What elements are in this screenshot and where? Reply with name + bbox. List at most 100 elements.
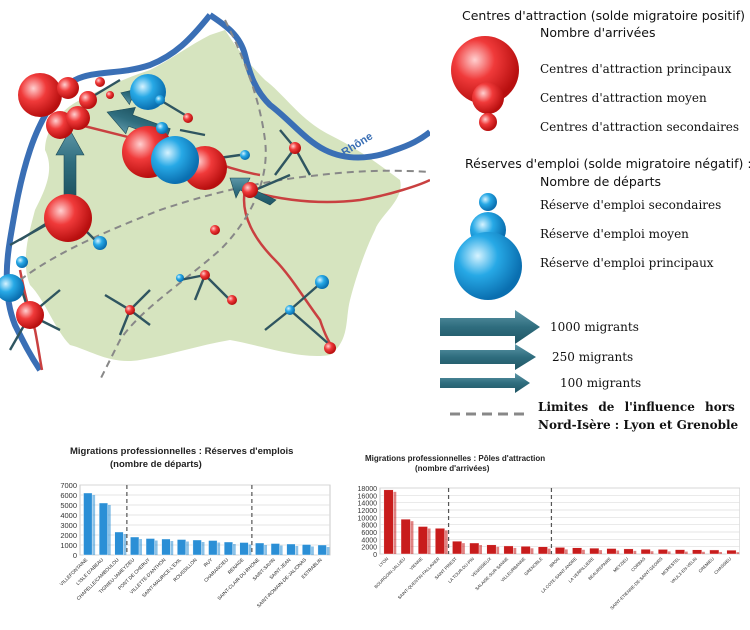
legend-reserve-item: Réserve d'emploi secondaires	[540, 198, 722, 212]
attraction-center-medium	[57, 77, 79, 99]
chart2-subtitle: (nombre d'arrivées)	[415, 464, 490, 473]
chart1-bar-side	[201, 542, 205, 555]
chart2-bar-side	[616, 550, 620, 554]
chart2-bar-side	[564, 549, 568, 554]
chart2-y-tick: 12000	[358, 508, 378, 515]
chart1-y-tick: 1000	[60, 541, 77, 550]
chart1-bar-side	[138, 539, 142, 555]
chart2-bar	[572, 547, 583, 555]
chart1-svg: 01000200030004000500060007000VILLEFONTAI…	[59, 481, 331, 609]
legend-boundary-label: Limites de l'influence hors	[538, 400, 735, 414]
chart1-bar-side	[92, 495, 96, 555]
chart1-y-tick: 2000	[60, 531, 77, 540]
chart2-y-tick: 14000	[358, 501, 378, 508]
chart2-bar-side	[393, 491, 397, 554]
attraction-center-small	[289, 142, 301, 154]
chart1-bar	[83, 492, 93, 556]
flow-arrow-large	[55, 129, 85, 196]
chart2-bar	[435, 528, 445, 555]
chart2-bar	[383, 489, 394, 555]
reserve-center-small	[93, 236, 107, 250]
legend-attraction-large	[451, 36, 519, 104]
chart2-bar-side	[479, 545, 482, 554]
chart2-bar-side	[599, 550, 602, 554]
chart2-bar	[417, 526, 428, 555]
chart2-x-tick: GRENOBLE	[523, 556, 544, 577]
chart1-y-tick: 4000	[60, 511, 77, 520]
chart1-bar-side	[154, 540, 158, 555]
chart2-bar	[452, 540, 463, 555]
legend-symbols	[440, 36, 540, 416]
legend-arrow-label: 100 migrants	[560, 376, 642, 390]
chart1-bar	[98, 502, 108, 556]
chart2-bar	[692, 549, 703, 555]
chart2-bar-side	[581, 549, 585, 554]
attraction-center-small	[242, 182, 258, 198]
attraction-center-small	[106, 91, 114, 99]
chart2-bar-side	[736, 552, 740, 554]
chart1-bar-side	[279, 545, 283, 555]
rhone-river	[208, 12, 432, 161]
chart1-bar-side	[295, 546, 299, 555]
boundary-lyon	[19, 169, 431, 281]
attraction-center-small	[324, 342, 336, 354]
attraction-center-small	[125, 305, 135, 315]
chart1-bar	[223, 541, 233, 556]
legend-attraction-item: Centres d'attraction principaux	[540, 62, 732, 76]
chart2-plot-area	[379, 487, 740, 555]
legend-attraction-item: Centres d'attraction secondaires	[540, 120, 740, 134]
thin-flows	[8, 78, 331, 351]
chart1-x-tick: VILLEFONTAINE	[59, 557, 89, 587]
chart1-bar	[192, 539, 202, 556]
chart2-x-tick: BRON	[548, 556, 560, 568]
attraction-center-large	[44, 194, 92, 242]
chart2-bar	[657, 549, 668, 555]
road-2	[244, 178, 431, 204]
chart2-bar	[640, 549, 651, 555]
chart1-bar	[161, 538, 171, 556]
legend-arrow-label: 250 migrants	[552, 350, 634, 364]
attraction-center-medium	[66, 106, 90, 130]
reserve-center-large	[151, 136, 199, 184]
legend-attraction-item: Centres d'attraction moyen	[540, 91, 707, 105]
boundary-grenoble	[99, 19, 267, 381]
chart1-bar-side	[232, 544, 236, 555]
legend-arrow-100	[440, 373, 530, 393]
reserve-center-small	[240, 150, 250, 160]
reserve-center-small	[156, 122, 168, 134]
legend-boundary-label-2: Nord-Isère : Lyon et Grenoble	[538, 418, 739, 432]
chart2-bar	[537, 546, 548, 555]
map-legend: Centres d'attraction (solde migratoire p…	[430, 0, 750, 440]
chart2-bar	[503, 545, 514, 555]
chart2-bar-side	[547, 548, 551, 554]
chart2-bar-side	[719, 551, 722, 554]
map-svg: Rhône	[0, 12, 432, 381]
chart2-svg: 0200040006000800010000120001400016000180…	[358, 486, 740, 611]
chart2-title: Migrations professionnelles : Pôles d'at…	[365, 454, 546, 463]
legend-reserve-large	[454, 232, 522, 300]
legend-reserve-item: Réserve d'emploi moyen	[540, 227, 689, 241]
reserve-center-small	[16, 256, 28, 268]
chart2-x-tick: LYON	[378, 556, 390, 568]
chart1-bar	[286, 543, 296, 556]
chart1-bar-side	[185, 541, 189, 555]
chart2-bar-side	[427, 528, 431, 554]
chart1-bar-side	[326, 547, 330, 555]
chart2-x-tick: VIENNE	[409, 556, 424, 571]
legend-arrow-label: 1000 migrants	[550, 320, 639, 334]
chart2-bar	[520, 546, 531, 555]
chart2-x-tick: BOURGOIN-JALLIEU	[373, 556, 406, 589]
legend-arrow-1000	[440, 310, 540, 344]
chart2-x-tick: CHASSIEU	[713, 556, 732, 575]
chart1-bar-side	[123, 534, 127, 555]
chart2-y-tick: 4000	[361, 537, 377, 544]
road-4	[18, 269, 44, 371]
legend-reserve-item: Réserve d'emploi principaux	[540, 256, 714, 270]
river-west	[3, 13, 213, 372]
legend-attraction-medium	[472, 82, 504, 114]
chart1-y-tick: 5000	[60, 501, 77, 510]
attraction-center-small	[183, 113, 193, 123]
chart1-bar	[177, 539, 187, 556]
chart2-y-tick: 18000	[358, 486, 378, 493]
chart2-bar	[623, 548, 634, 555]
